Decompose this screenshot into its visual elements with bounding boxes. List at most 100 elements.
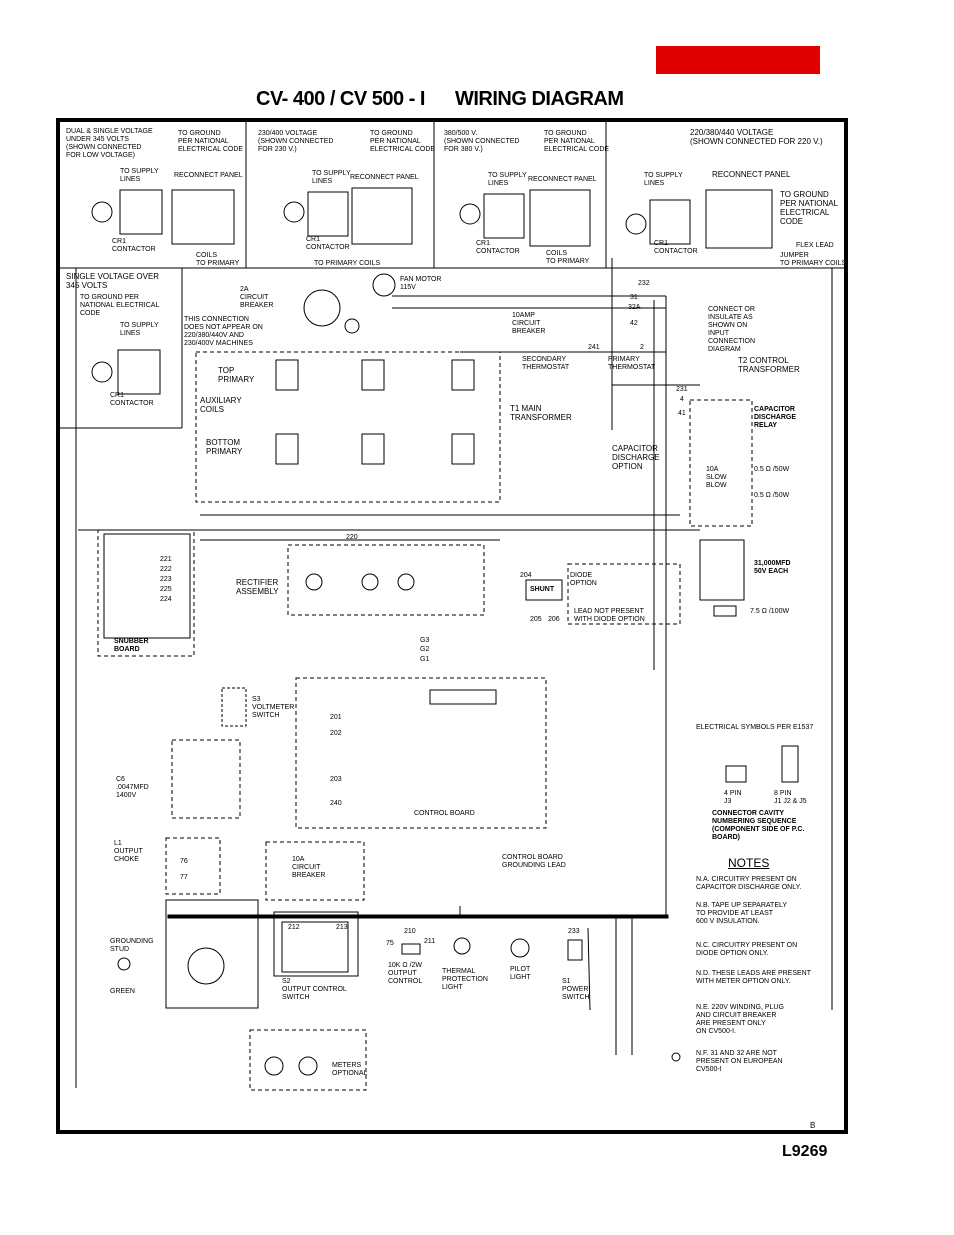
wire-number: 31 (630, 294, 638, 301)
revision-letter: B (810, 1121, 816, 1130)
wire-number: 240 (330, 800, 342, 807)
wire-number: 2 (640, 344, 644, 351)
wire-number: 204 (520, 572, 532, 579)
wire-number: 4 (680, 396, 684, 403)
wire-number: 205 (530, 616, 542, 623)
note-ne: N.E. 220V WINDING, PLUG AND CIRCUIT BREA… (696, 1004, 784, 1035)
panel3-reconnect: RECONNECT PANEL (528, 176, 597, 183)
green-label: GREEN (110, 988, 135, 995)
wire-number: 224 (160, 596, 172, 603)
panel4-flex: FLEX LEAD (796, 242, 834, 249)
control-board-label: CONTROL BOARD (414, 810, 475, 817)
wire-number: 206 (548, 616, 560, 623)
wire-number: 241 (588, 344, 600, 351)
title-diagram: WIRING DIAGRAM (454, 88, 624, 110)
panel2-reconnect: RECONNECT PANEL (350, 174, 419, 181)
note-nb: N.B. TAPE UP SEPARATELY TO PROVIDE AT LE… (696, 902, 788, 925)
shunt-label: SHUNT (530, 586, 555, 593)
wire-number: 42 (630, 320, 638, 327)
wire-number: 222 (160, 566, 172, 573)
note-nc: N.C. CIRCUITRY PRESENT ON DIODE OPTION O… (696, 942, 798, 957)
note-na: N.A. CIRCUITRY PRESENT ON CAPACITOR DISC… (696, 876, 802, 891)
document-title: CV- 400 / CV 500 - I WIRING DIAGRAM (256, 88, 624, 111)
wire-number: 202 (330, 730, 342, 737)
wire-number: 225 (160, 586, 172, 593)
wire-number: 213 (336, 924, 348, 931)
diagram-frame (56, 118, 848, 1134)
notes-title: NOTES (728, 856, 770, 870)
elec-symbols: ELECTRICAL SYMBOLS PER E1537 (696, 724, 814, 731)
wire-number: 75 (386, 940, 394, 947)
panel4-heading: 220/380/440 VOLTAGE(SHOWN CONNECTED FOR … (690, 128, 823, 146)
wire-number: 76 (180, 858, 188, 865)
title-models: CV- 400 / CV 500 - I (256, 88, 425, 110)
wire-number: 211 (424, 938, 436, 945)
wire-number: G2 (420, 646, 430, 653)
wire-number: G1 (420, 656, 430, 663)
r-50w-2: 0.5 Ω /50W (754, 492, 790, 499)
r-50w-1: 0.5 Ω /50W (754, 466, 790, 473)
wire-number: 233 (568, 928, 580, 935)
r2-label: 7.5 Ω /100W (750, 608, 790, 615)
wire-number: 41 (678, 410, 686, 417)
document-number: L9269 (782, 1143, 828, 1160)
wire-number: 203 (330, 776, 342, 783)
wire-number: 212 (288, 924, 300, 931)
note-nf: N.F. 31 AND 32 ARE NOT PRESENT ON EUROPE… (696, 1050, 783, 1073)
panel2-primary: TO PRIMARY COILS (314, 260, 381, 267)
wire-number: 232 (638, 280, 650, 287)
wire-number: 220 (346, 534, 358, 541)
wire-number: 223 (160, 576, 172, 583)
wire-number: 77 (180, 874, 188, 881)
panel1-reconnect: RECONNECT PANEL (174, 172, 243, 179)
panel4-reconnect: RECONNECT PANEL (712, 170, 791, 179)
